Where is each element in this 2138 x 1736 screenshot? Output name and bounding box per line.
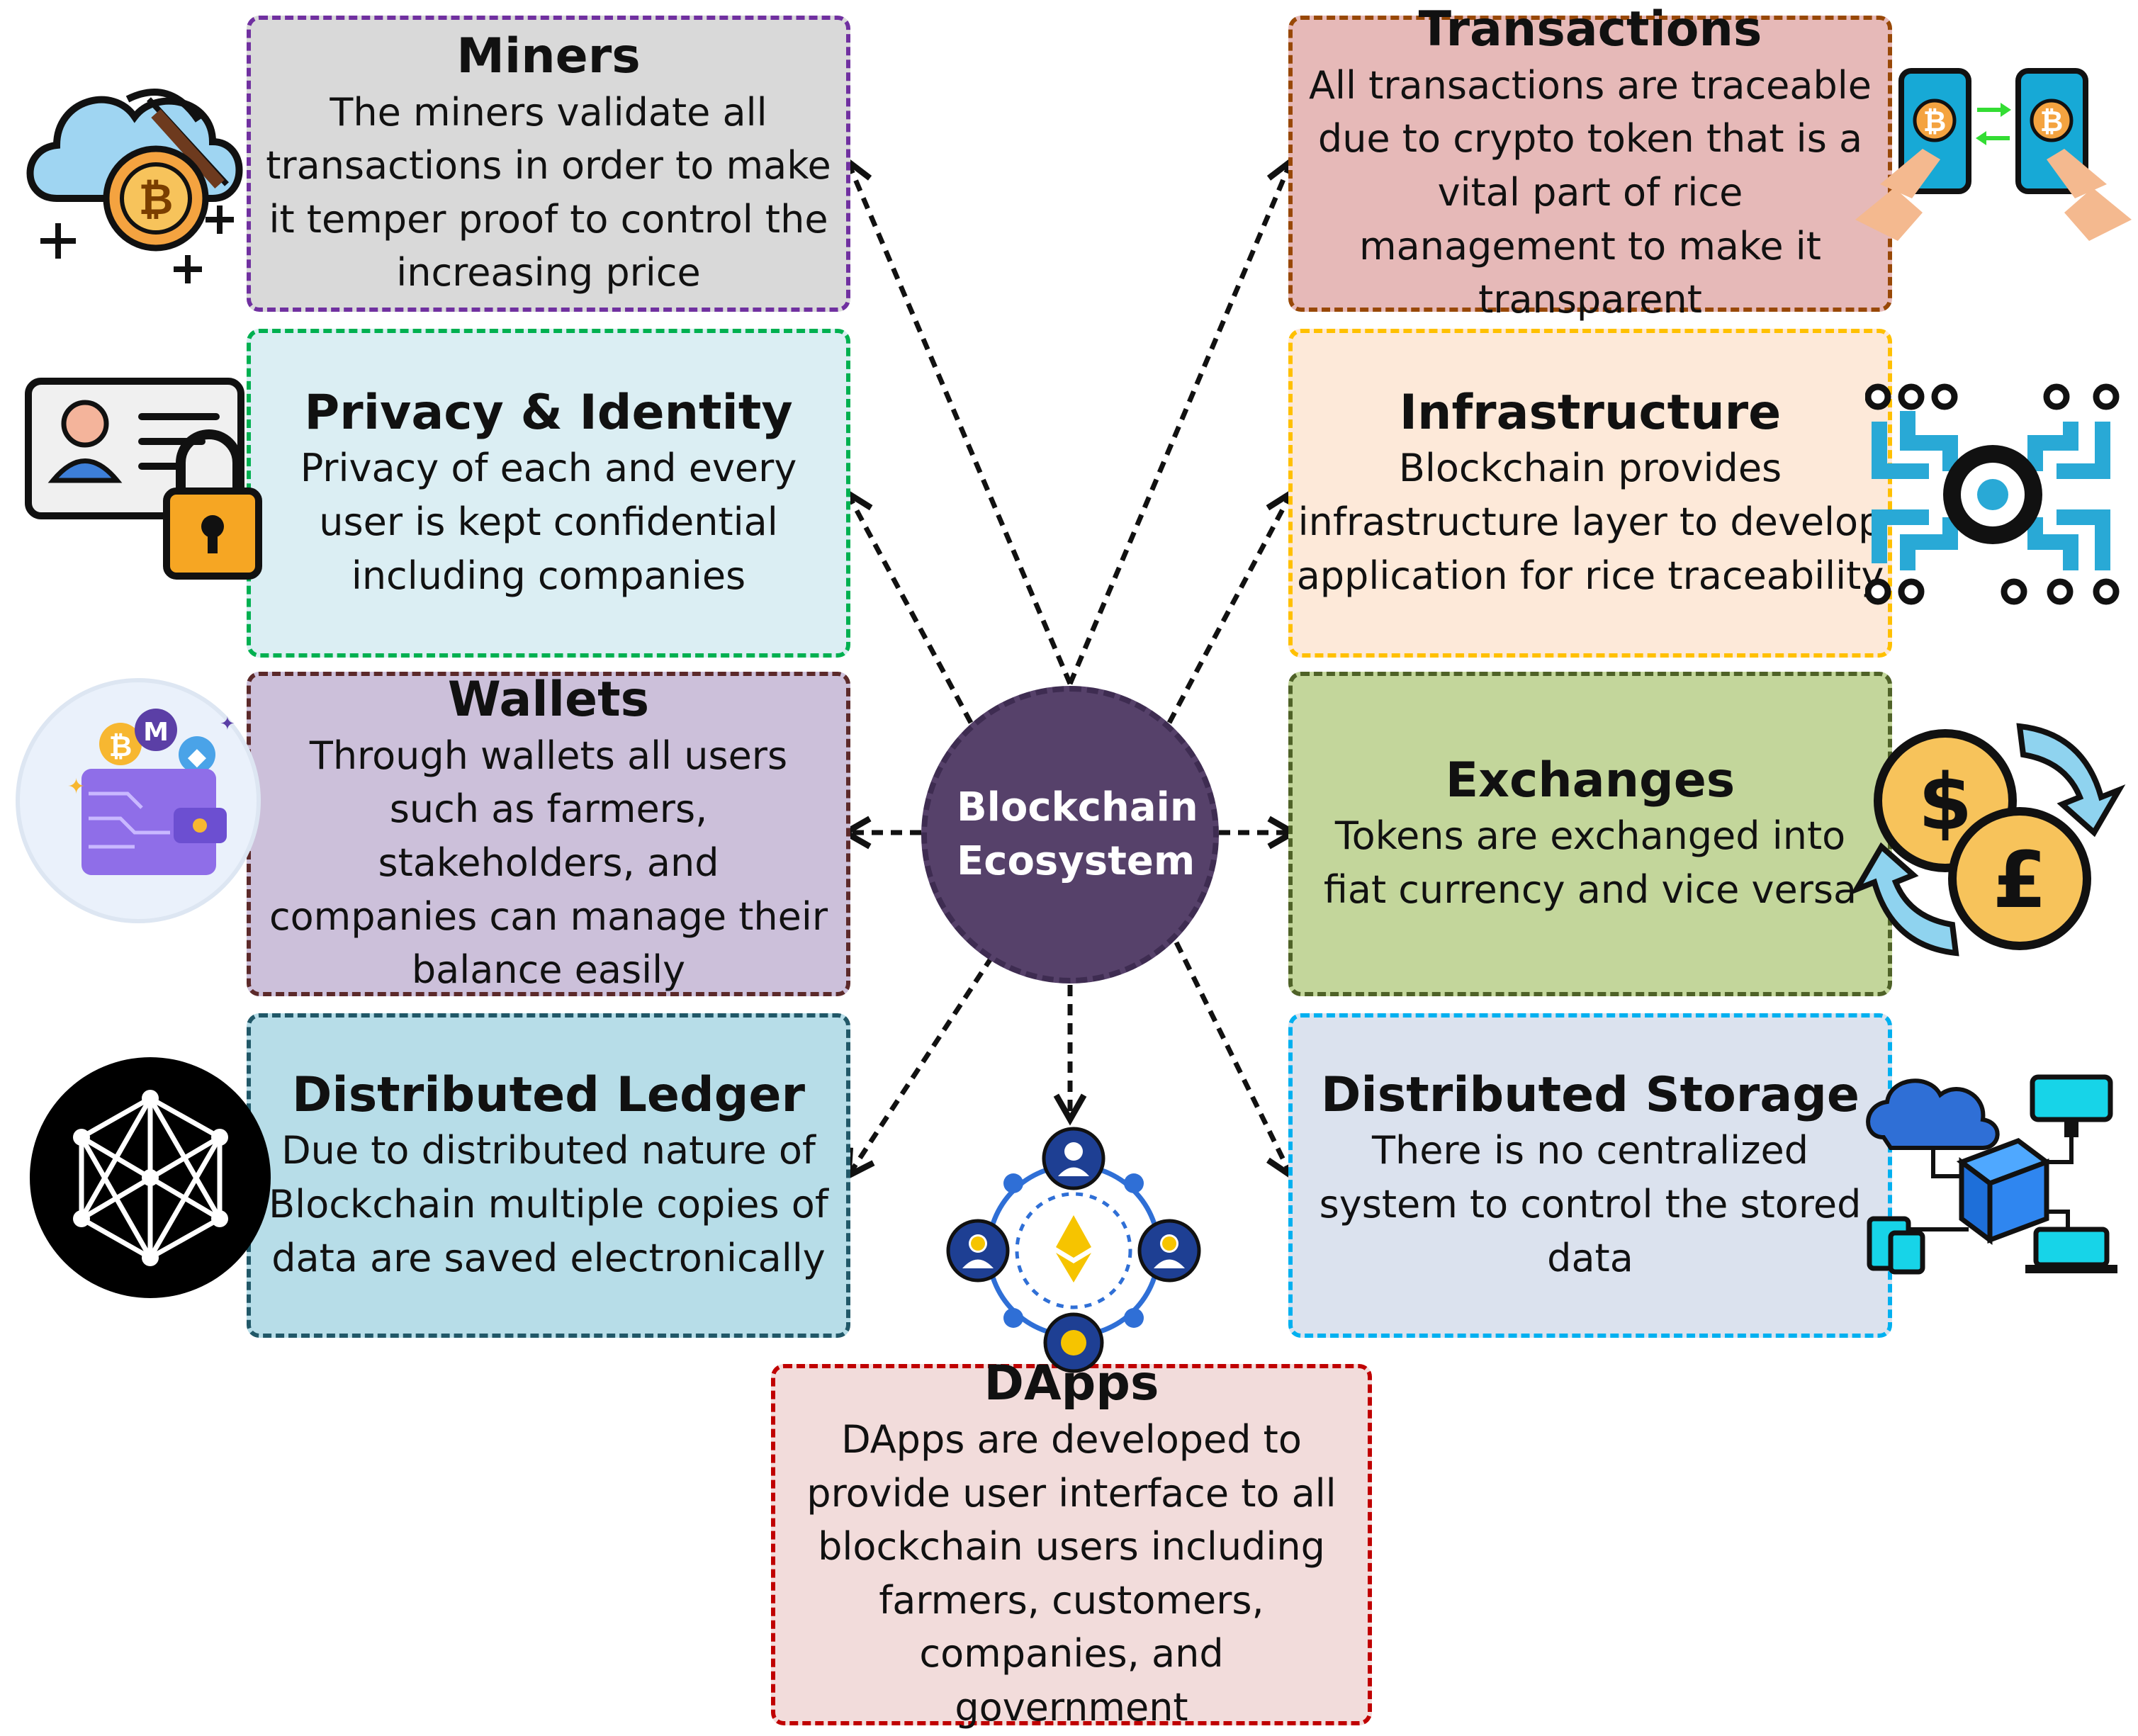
connector-miners bbox=[841, 155, 1073, 685]
id-card-lock-icon bbox=[25, 378, 262, 580]
svg-text:₿: ₿ bbox=[1923, 106, 1947, 138]
exchanges-box: Exchanges Tokens are exchanged into fiat… bbox=[1288, 672, 1892, 996]
infrastructure-box: Infrastructure Blockchain provides infra… bbox=[1288, 329, 1892, 658]
connector-infrastructure bbox=[1166, 487, 1295, 724]
privacy-text: Privacy of each and every user is kept c… bbox=[300, 446, 797, 598]
dapps-box: DApps DApps are developed to provide use… bbox=[771, 1355, 1372, 1730]
connector-privacy bbox=[843, 487, 974, 724]
wallets-text: Through wallets all users such as farmer… bbox=[269, 733, 828, 993]
svg-text:◆: ◆ bbox=[188, 743, 207, 771]
svg-text:✦: ✦ bbox=[220, 714, 235, 735]
ledger-title: Distributed Ledger bbox=[291, 1066, 806, 1123]
miners-title: Miners bbox=[456, 28, 641, 85]
ledger-text: Due to distributed nature of Blockchain … bbox=[269, 1128, 828, 1280]
transactions-text: All transactions are traceable due to cr… bbox=[1309, 62, 1872, 322]
storage-text: There is no centralized system to contro… bbox=[1319, 1128, 1862, 1280]
exchanges-text: Tokens are exchanged into fiat currency … bbox=[1323, 813, 1857, 912]
infrastructure-title: Infrastructure bbox=[1399, 384, 1782, 441]
wallets-box: Wallets Through wallets all users such a… bbox=[247, 672, 850, 996]
transactions-box: Transactions All transactions are tracea… bbox=[1288, 1, 1892, 322]
connector-transactions bbox=[1067, 155, 1298, 685]
wallets-title: Wallets bbox=[447, 672, 650, 728]
cloud-storage-network-icon bbox=[1866, 1074, 2117, 1275]
svg-text:✦: ✦ bbox=[67, 774, 85, 799]
exchanges-title: Exchanges bbox=[1445, 752, 1735, 808]
svg-text:$: $ bbox=[1918, 757, 1973, 847]
connector-storage bbox=[1174, 941, 1296, 1182]
circuit-icon bbox=[1865, 383, 2120, 605]
transactions-title: Transactions bbox=[1418, 1, 1762, 58]
svg-text:₿: ₿ bbox=[109, 731, 133, 763]
miners-text: The miners validate all transactions in … bbox=[266, 89, 831, 295]
currency-exchange-icon: $ £ bbox=[1850, 723, 2126, 957]
storage-title: Distributed Storage bbox=[1320, 1066, 1860, 1123]
crypto-wallet-icon: ₿ M ◆ ✦ ✦ bbox=[16, 678, 261, 923]
ledger-box: Distributed Ledger Due to distributed na… bbox=[247, 1013, 850, 1338]
infrastructure-text: Blockchain provides infrastructure layer… bbox=[1296, 446, 1884, 598]
miners-box: Miners The miners validate all transacti… bbox=[247, 16, 850, 312]
svg-text:£: £ bbox=[1993, 835, 2047, 925]
svg-text:₿: ₿ bbox=[139, 175, 174, 225]
bitcoin-mining-cloud-icon: ₿ bbox=[26, 89, 243, 283]
hub-label: Blockchain Ecosystem bbox=[957, 784, 1198, 884]
network-mesh-icon bbox=[30, 1057, 271, 1298]
storage-box: Distributed Storage There is no centrali… bbox=[1288, 1013, 1892, 1338]
svg-text:M: M bbox=[143, 718, 169, 747]
hub-circle: Blockchain Ecosystem bbox=[921, 686, 1219, 983]
dapps-text: DApps are developed to provide user inte… bbox=[806, 1417, 1337, 1730]
privacy-box: Privacy & Identity Privacy of each and e… bbox=[247, 329, 850, 658]
privacy-title: Privacy & Identity bbox=[304, 384, 793, 441]
connector-ledger bbox=[845, 955, 994, 1181]
dapp-users-network-icon bbox=[946, 1127, 1201, 1373]
phone-bitcoin-transfer-icon: ₿ ₿ bbox=[1855, 68, 2132, 241]
svg-text:₿: ₿ bbox=[2040, 106, 2064, 138]
